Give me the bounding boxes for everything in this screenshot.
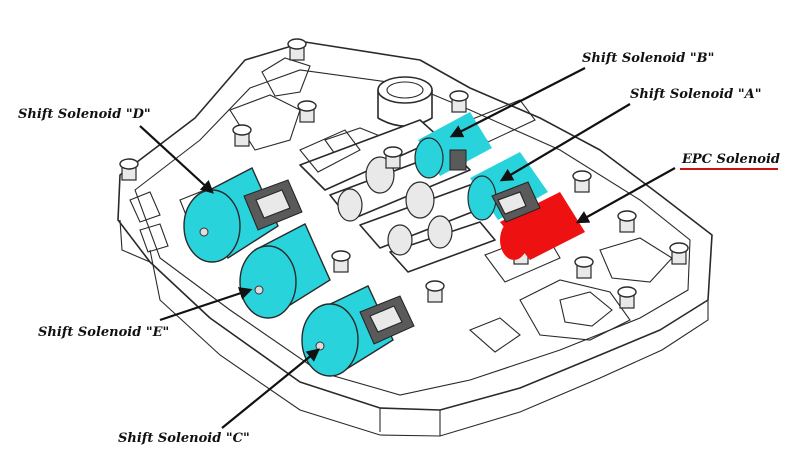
label-shift-solenoid-c: Shift Solenoid "C" xyxy=(118,431,250,446)
solenoid-d-face xyxy=(183,189,241,263)
solenoid-e-core xyxy=(254,285,264,295)
leader-solenoid-d xyxy=(139,125,214,194)
shift-solenoid-a xyxy=(467,152,548,221)
solenoid-d-connector-pin xyxy=(255,189,291,219)
leader-lines xyxy=(139,67,676,429)
epc-face xyxy=(500,220,528,260)
bolt xyxy=(617,210,637,233)
bolt xyxy=(383,146,403,169)
solenoid-c-face xyxy=(301,303,359,377)
solenoid-b-connector xyxy=(449,149,467,171)
label-shift-solenoid-e: Shift Solenoid "E" xyxy=(38,325,169,340)
bolt xyxy=(669,242,689,265)
bolt xyxy=(572,170,592,193)
bolt xyxy=(449,90,469,113)
solenoid-a-face xyxy=(467,175,497,221)
bolt xyxy=(425,280,445,303)
bolt xyxy=(232,124,252,147)
epc-solenoid xyxy=(491,181,585,260)
bolt xyxy=(119,158,139,181)
epc-connector-pin xyxy=(497,191,527,215)
shift-solenoid-d xyxy=(183,167,303,263)
label-epc-solenoid: EPC Solenoid xyxy=(681,152,780,167)
callout-labels: Shift Solenoid "B" Shift Solenoid "A" Sh… xyxy=(18,51,780,446)
solenoid-e-face xyxy=(239,245,297,319)
bolt xyxy=(297,100,317,123)
label-shift-solenoid-a: Shift Solenoid "A" xyxy=(630,87,761,102)
shift-solenoid-c xyxy=(301,285,415,377)
leader-solenoid-e xyxy=(159,287,253,322)
leader-epc xyxy=(575,167,676,224)
reservoir-tower xyxy=(377,76,433,127)
leader-solenoid-b xyxy=(449,67,586,138)
solenoid-d-core xyxy=(199,227,209,237)
bolt xyxy=(617,286,637,309)
bolt xyxy=(287,38,307,61)
label-shift-solenoid-d: Shift Solenoid "D" xyxy=(18,107,151,122)
bolt xyxy=(574,256,594,279)
shift-solenoid-e xyxy=(239,223,331,319)
shift-solenoid-b xyxy=(414,112,492,179)
solenoid-b-face xyxy=(414,137,444,179)
leader-solenoid-a xyxy=(499,103,631,182)
bolt xyxy=(331,250,351,273)
solenoid-c-core xyxy=(315,341,325,351)
label-shift-solenoid-b: Shift Solenoid "B" xyxy=(582,51,714,66)
solenoid-c-connector-pin xyxy=(369,305,403,333)
leader-solenoid-c xyxy=(221,348,321,429)
